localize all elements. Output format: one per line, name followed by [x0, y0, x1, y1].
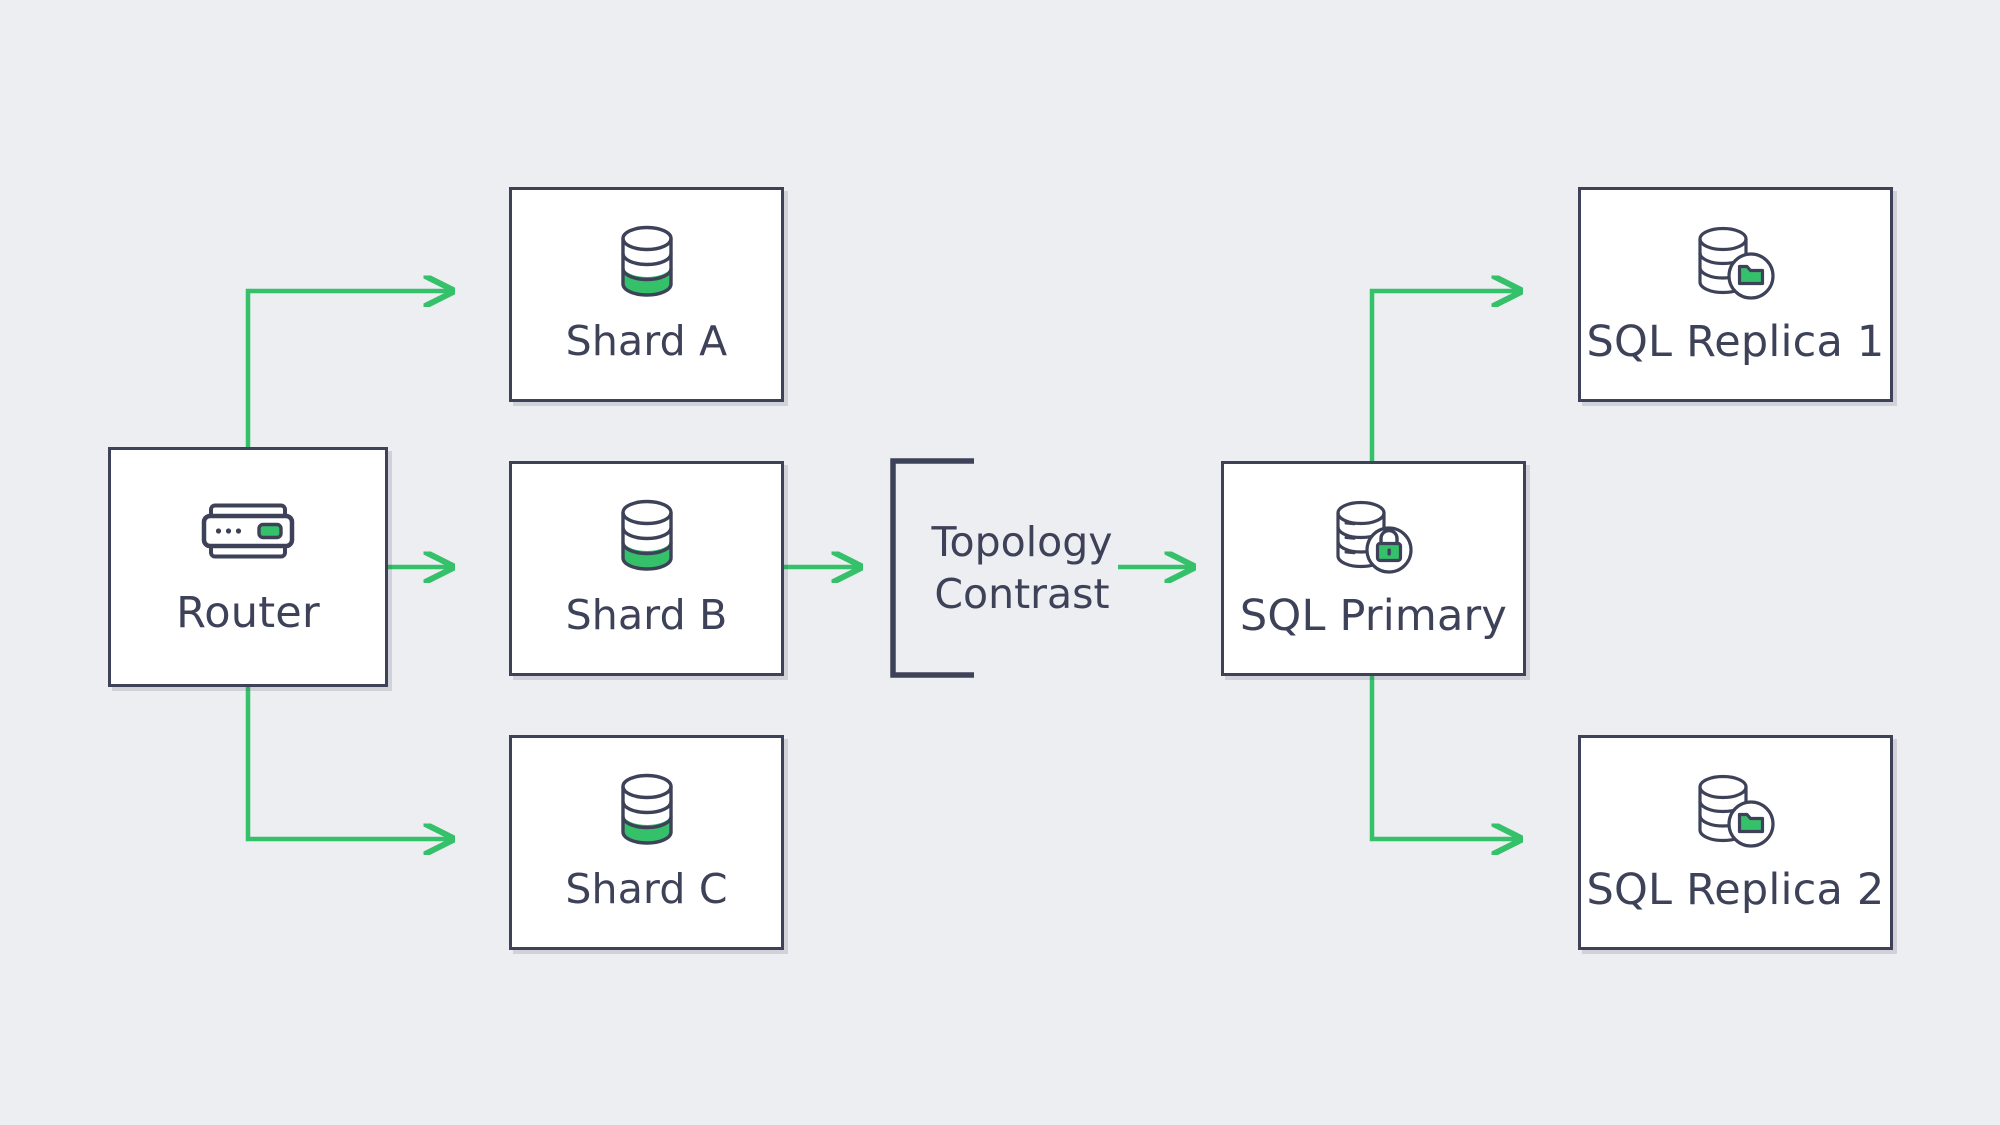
node-label: SQL Replica 2 — [1586, 864, 1885, 915]
database-lock-icon — [1331, 497, 1417, 575]
annotation-line-1: Topology — [931, 517, 1113, 566]
node-shard-b[interactable]: Shard B — [509, 461, 784, 676]
bracket-icon — [890, 458, 974, 678]
node-sql-replica-1[interactable]: SQL Replica 1 — [1578, 187, 1893, 402]
node-label: Shard C — [565, 864, 728, 913]
annotation-line-2: Contrast — [934, 570, 1110, 618]
node-label: Shard B — [565, 590, 728, 639]
database-folder-icon — [1693, 771, 1779, 849]
annotation-text: Topology Contrast — [893, 516, 1112, 621]
node-shard-a[interactable]: Shard A — [509, 187, 784, 402]
node-label: SQL Replica 1 — [1586, 316, 1885, 367]
node-sql-primary[interactable]: SQL Primary — [1221, 461, 1526, 676]
database-icon — [616, 499, 678, 575]
database-folder-icon — [1693, 223, 1779, 301]
annotation-topology-contrast: Topology Contrast — [888, 458, 1118, 678]
node-label: SQL Primary — [1239, 590, 1508, 641]
edge-router-to-shard-c — [245, 687, 452, 839]
node-sql-replica-2[interactable]: SQL Replica 2 — [1578, 735, 1893, 950]
edge-sql-primary-to-replica-2 — [1369, 676, 1520, 839]
database-icon — [616, 773, 678, 849]
node-label: Router — [176, 588, 320, 638]
node-label: Shard A — [565, 316, 728, 365]
edge-sql-primary-to-replica-1 — [1369, 291, 1520, 461]
router-icon — [200, 496, 296, 566]
node-shard-c[interactable]: Shard C — [509, 735, 784, 950]
database-icon — [616, 225, 678, 301]
edge-router-to-shard-a — [245, 291, 452, 447]
node-router[interactable]: Router — [108, 447, 388, 687]
